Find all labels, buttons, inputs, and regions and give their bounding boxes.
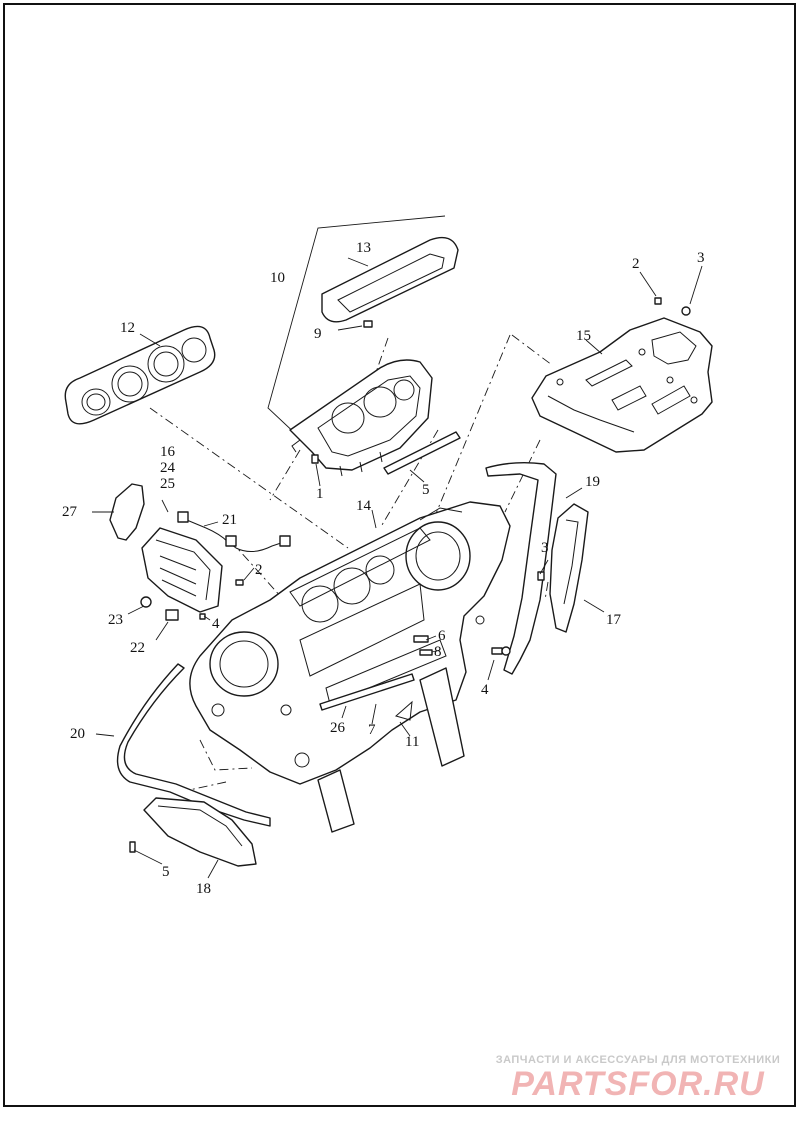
part-clip-10: [419, 649, 433, 656]
callout-23: 21: [222, 512, 237, 528]
callout-11: 9: [314, 326, 322, 342]
callout-1: 1: [316, 486, 324, 502]
callout-7: 5: [422, 482, 430, 498]
part-grommet-24: [165, 609, 179, 621]
watermark: ЗАПЧАСТИ И АКСЕССУАРЫ ДЛЯ МОТОТЕХНИКИ PA…: [488, 1054, 788, 1102]
part-screw-1: [311, 454, 319, 464]
part-screw-3-lower: [129, 841, 136, 853]
part-lower-panel-20: [143, 797, 257, 867]
callout-22: 20: [70, 726, 85, 742]
callout-13: 11: [405, 734, 419, 750]
part-nut-5: [681, 306, 691, 316]
callout-24: 22: [130, 640, 145, 656]
bracket-12: [267, 215, 446, 439]
callout-8: 6: [438, 628, 446, 644]
part-instrument-housing-12: [289, 359, 433, 477]
diagram-border: [3, 3, 796, 1107]
callout-2-lower: 2: [255, 562, 263, 578]
watermark-logo: PARTSFOR.RU: [511, 1065, 765, 1103]
part-wire-harness-23: [177, 511, 291, 552]
part-lens-29: [109, 483, 145, 541]
watermark-tagline: ЗАПЧАСТИ И АКСЕССУАРЫ ДЛЯ МОТОТЕХНИКИ: [495, 1054, 781, 1066]
callout-6: 4: [481, 682, 489, 698]
callout-3-mid: 4: [212, 616, 220, 632]
part-gauge-bezel-14: [64, 325, 216, 425]
part-trim-strip-7: [383, 431, 461, 475]
part-cover-panel-17: [531, 317, 713, 453]
part-mount-bracket-left: [317, 769, 355, 833]
callout-21: 19: [585, 474, 600, 490]
part-screw-2-lower: [235, 579, 244, 586]
part-screw-4: [537, 571, 545, 581]
callout-3-lower: 5: [162, 864, 170, 880]
part-screw-2-upper: [654, 297, 662, 305]
callout-labels: 13 10 2 3 9 12 15 16 24 25 1 5 19 14 27 …: [62, 240, 705, 897]
callout-17: 15: [576, 328, 591, 344]
callout-2-upper: 2: [632, 256, 640, 272]
callout-9: 7: [368, 722, 376, 738]
part-clip-8: [413, 635, 429, 643]
part-mount-bracket-13: [394, 667, 465, 767]
callout-5: 3: [697, 250, 705, 266]
callout-25: 23: [108, 612, 123, 628]
callout-12: 10: [270, 270, 285, 286]
callout-14: 12: [120, 320, 135, 336]
callout-16: 14: [356, 498, 372, 514]
part-side-panel-19: [549, 503, 589, 633]
part-trim-cover-15: [321, 236, 459, 323]
part-seal-21: [485, 461, 557, 675]
part-gauge-module-18: [141, 527, 223, 613]
callout-29: 27: [62, 504, 78, 520]
part-seal-22: [116, 663, 271, 827]
part-clip-11: [363, 320, 373, 328]
callout-26: 24: [160, 460, 176, 476]
callout-19: 17: [606, 612, 622, 628]
callout-20: 18: [196, 881, 211, 897]
callout-10: 8: [434, 644, 442, 660]
part-bolt-6: [491, 646, 511, 656]
part-nut-25: [140, 596, 152, 608]
callout-28: 26: [330, 720, 346, 736]
part-strip-9: [319, 673, 415, 711]
callout-18: 16: [160, 444, 176, 460]
callout-15: 13: [356, 240, 371, 256]
part-inner-fairing-16: [189, 501, 511, 785]
callout-4: 3: [541, 540, 549, 556]
leader-lines: [92, 257, 703, 879]
callout-27: 25: [160, 476, 175, 492]
